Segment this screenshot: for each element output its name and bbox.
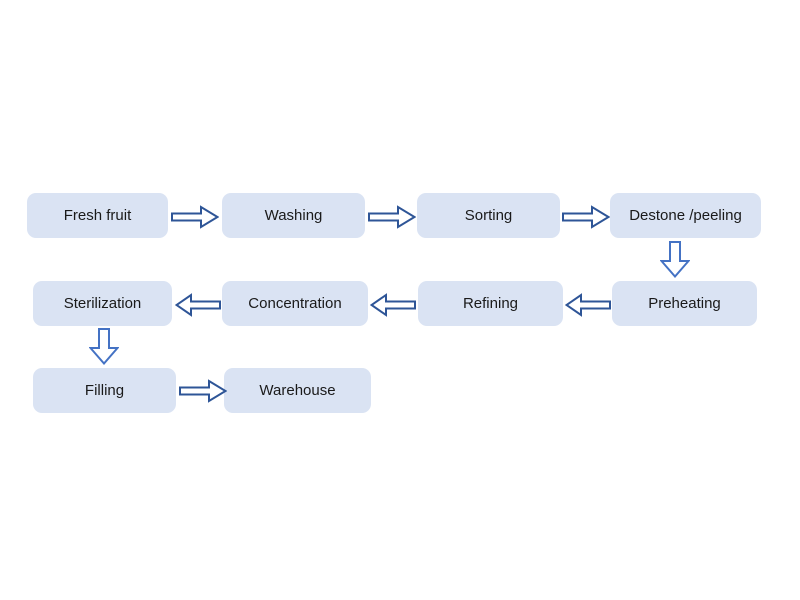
arrow-down-destone-peeling-to-preheating-icon (660, 241, 690, 278)
node-refining: Refining (418, 281, 563, 326)
node-concentration: Concentration (222, 281, 368, 326)
node-preheating: Preheating (612, 281, 757, 326)
arrow-right-sorting-to-destone-peeling-icon (562, 205, 610, 229)
arrow-left-preheating-to-refining-icon (565, 293, 611, 317)
node-filling: Filling (33, 368, 176, 413)
arrow-right-washing-to-sorting-icon (368, 205, 416, 229)
arrow-right-fresh-fruit-to-washing-icon (171, 205, 219, 229)
node-fresh-fruit: Fresh fruit (27, 193, 168, 238)
node-destone-peeling: Destone /peeling (610, 193, 761, 238)
node-sterilization: Sterilization (33, 281, 172, 326)
arrow-down-sterilization-to-filling-icon (89, 328, 119, 365)
arrow-left-refining-to-concentration-icon (370, 293, 416, 317)
node-washing: Washing (222, 193, 365, 238)
node-warehouse: Warehouse (224, 368, 371, 413)
arrow-left-concentration-to-sterilization-icon (175, 293, 221, 317)
node-sorting: Sorting (417, 193, 560, 238)
arrow-right-filling-to-warehouse-icon (179, 379, 227, 403)
